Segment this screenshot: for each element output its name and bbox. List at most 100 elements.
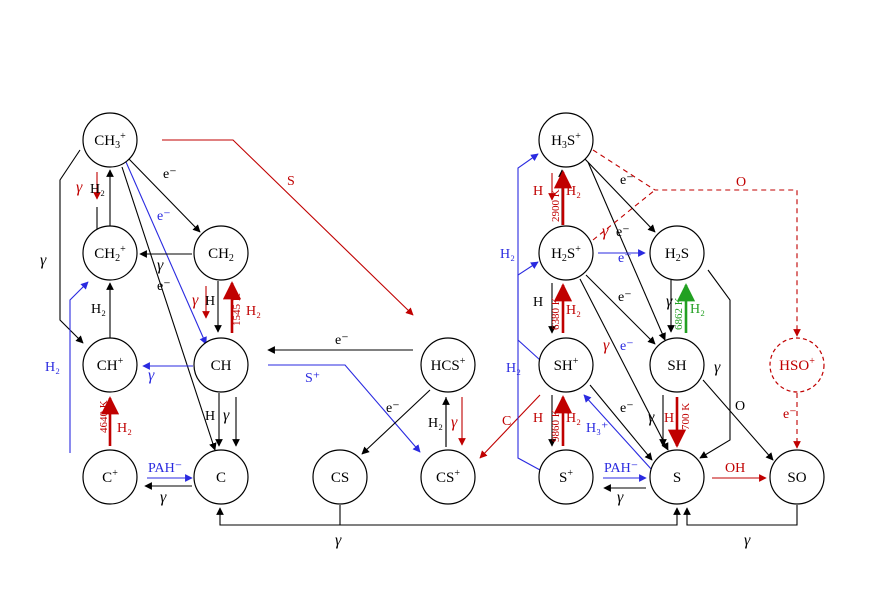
node-c: C — [193, 449, 249, 505]
node-label: S+ — [559, 468, 573, 486]
node-label: S — [673, 470, 681, 486]
node-cp: C+ — [82, 449, 138, 505]
node-circle — [538, 225, 594, 281]
label-electron: e⁻ — [157, 279, 171, 294]
node-label: SH — [667, 358, 686, 374]
node-circle — [82, 337, 138, 393]
label-gamma: γ — [603, 337, 610, 354]
node-circle — [420, 449, 476, 505]
label-h2: H₂ — [91, 302, 106, 317]
node-label: CH2+ — [94, 244, 126, 264]
node-circle — [82, 449, 138, 505]
temp-label: 1545 K — [231, 293, 243, 326]
label-s: S — [287, 174, 295, 189]
label-h: H — [205, 409, 215, 424]
node-h2sp: H2S+ — [538, 225, 594, 281]
arrow-hcsp-to-cs — [361, 389, 431, 455]
label-pah: PAH⁻ — [604, 461, 638, 476]
label-h3p: H₃⁺ — [586, 421, 608, 436]
label-h: H — [664, 411, 674, 426]
node-ch2p: CH2+ — [82, 225, 138, 281]
node-circle — [82, 112, 138, 168]
node-h2s: H2S — [649, 225, 705, 281]
label-h2: H₂ — [566, 303, 581, 318]
label-h: H — [533, 411, 543, 426]
temp-label: 700 K — [680, 403, 692, 430]
arrow-cs-to-c-gamma — [216, 505, 341, 526]
label-gamma: γ — [335, 532, 342, 549]
node-circle — [769, 337, 825, 393]
label-c: C — [502, 414, 511, 429]
arrow-ch3p-to-ch2 — [127, 157, 201, 233]
label-gamma: γ — [223, 407, 230, 424]
arrow-h2sp-to-sh — [585, 274, 656, 345]
arrow-ch3p-to-chp-gamma — [59, 149, 84, 344]
arrow-h2s-to-s-gamma — [699, 269, 731, 459]
node-label: CH2 — [208, 246, 234, 264]
arrow-h2sp-to-s — [579, 278, 669, 451]
label-h2: H₂ — [117, 421, 132, 436]
label-h: H — [205, 294, 215, 309]
node-hcsp: HCS+ — [420, 337, 476, 393]
label-h2: H₂ — [566, 184, 581, 199]
node-circle — [649, 225, 705, 281]
arrow-h3sp-to-sh — [587, 161, 666, 341]
label-oh: OH — [725, 461, 745, 476]
label-gamma: γ — [602, 223, 609, 240]
node-ch3p: CH3+ — [82, 112, 138, 168]
node-circle — [193, 449, 249, 505]
node-label: CH3+ — [94, 131, 126, 151]
node-sp: S+ — [538, 449, 594, 505]
temp-label: 4640 K — [98, 400, 110, 433]
temp-label: 6862 K — [673, 297, 685, 330]
node-s: S — [649, 449, 705, 505]
label-h: H — [533, 184, 543, 199]
label-electron: e⁻ — [618, 251, 632, 266]
label-gamma: γ — [648, 409, 655, 426]
label-o: O — [735, 399, 745, 414]
node-circle — [649, 337, 705, 393]
node-label: H2S — [665, 246, 689, 264]
arrow-sh-to-so — [702, 379, 774, 461]
label-electron: e⁻ — [163, 167, 177, 182]
label-h2: H₂ — [45, 360, 60, 375]
node-label: CS — [331, 470, 349, 486]
node-ch2: CH2 — [193, 225, 249, 281]
temp-label: 6380 K — [550, 297, 562, 330]
node-circle — [420, 337, 476, 393]
label-electron: e⁻ — [386, 401, 400, 416]
label-o: O — [736, 175, 746, 190]
node-circle — [538, 337, 594, 393]
node-csp: CS+ — [420, 449, 476, 505]
node-label: SH+ — [554, 356, 579, 374]
node-circle — [312, 449, 368, 505]
label-electron: e⁻ — [157, 209, 171, 224]
node-label: SO — [787, 470, 806, 486]
arrow-h3sp-to-hsop-o — [592, 149, 801, 337]
label-gamma: γ — [451, 414, 458, 431]
label-gamma: γ — [192, 292, 199, 309]
arrow-ch3p-to-c — [121, 166, 217, 451]
label-electron: e⁻ — [335, 333, 349, 348]
node-sh: SH — [649, 337, 705, 393]
node-label: C — [216, 470, 226, 486]
temp-label: 9860 K — [550, 409, 562, 442]
node-circle — [649, 449, 705, 505]
node-circle — [82, 225, 138, 281]
node-h3sp: H3S+ — [538, 112, 594, 168]
label-gamma: γ — [714, 359, 721, 376]
label-gamma: γ — [76, 179, 83, 196]
label-h2: H₂ — [690, 302, 705, 317]
arrow-ch3p-to-ch-blue — [125, 161, 207, 345]
temperature-arrows — [100, 170, 696, 448]
label-gamma: γ — [148, 367, 155, 384]
label-pah: PAH⁻ — [148, 461, 182, 476]
label-electron: e⁻ — [783, 407, 797, 422]
node-label: CS+ — [436, 468, 460, 486]
label-h2: H₂ — [500, 247, 515, 262]
label-electron: e⁻ — [620, 401, 634, 416]
arrow-s-to-shp-blue — [583, 394, 653, 471]
node-circle — [193, 337, 249, 393]
node-circle — [769, 449, 825, 505]
